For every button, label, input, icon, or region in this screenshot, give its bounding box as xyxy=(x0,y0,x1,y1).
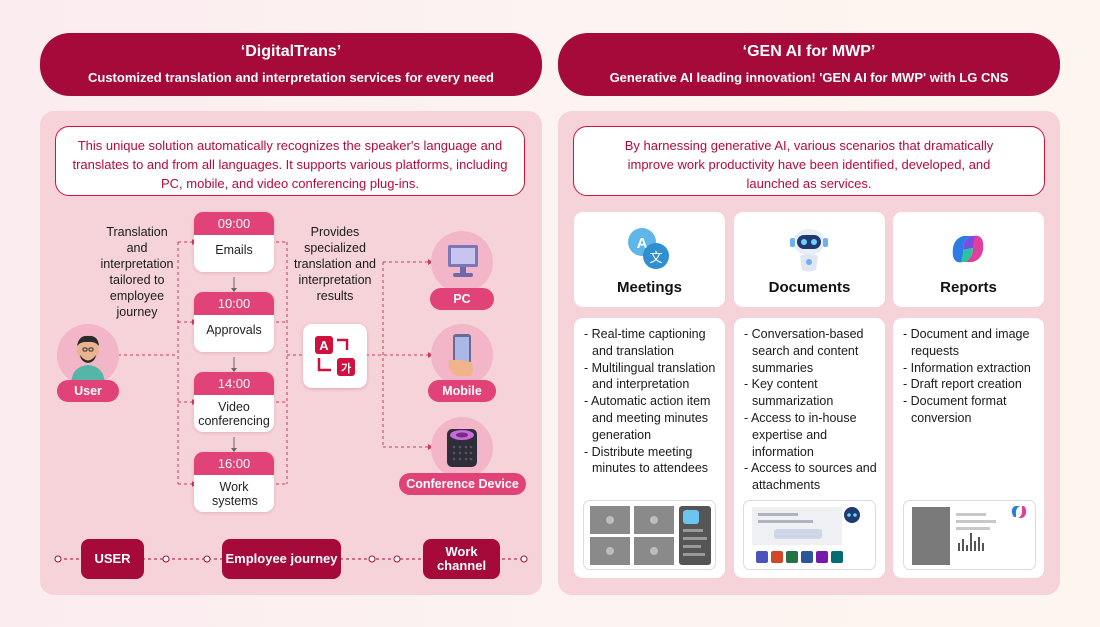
journey-step-video-conferencing: 14:00 Video conferencing xyxy=(194,372,274,432)
card-title: Meetings xyxy=(616,279,682,296)
digitaltrans-banner: ‘DigitalTrans’ Customized translation an… xyxy=(40,33,542,96)
video-call-grid-icon xyxy=(590,506,711,565)
svg-text:가: 가 xyxy=(341,361,351,375)
copilot-icon xyxy=(952,235,984,263)
list-item: - Access to sources and attachments xyxy=(744,461,877,493)
tag-work-channel: Work channel xyxy=(423,539,500,579)
banner-title: ‘GEN AI for MWP’ xyxy=(742,43,876,60)
robot-icon xyxy=(790,229,828,272)
description-text: By harnessing generative AI, various sce… xyxy=(624,138,994,191)
journey-step-emails: 09:00 Emails xyxy=(194,212,274,272)
card-reports: Reports xyxy=(893,212,1044,307)
list-item: - Document format conversion xyxy=(903,394,1007,425)
translation-engine-tile: A 가 xyxy=(303,324,367,388)
journey-step-work-systems: 16:00 Work systems xyxy=(194,452,274,512)
documents-preview-thumbnail xyxy=(743,500,876,570)
banner-subtitle: Customized translation and interpretatio… xyxy=(87,70,494,85)
tag-user: USER xyxy=(81,539,144,579)
list-item: - Draft report creation xyxy=(903,377,1022,392)
device-label-conference: Conference Device xyxy=(399,473,526,495)
card-meetings: A 文 Meetings xyxy=(574,212,725,307)
mobile-icon xyxy=(448,334,473,376)
device-label-mobile: Mobile xyxy=(428,380,496,402)
meetings-preview-thumbnail xyxy=(583,500,716,570)
journey-description-right: Provides specialized translation and int… xyxy=(293,225,376,303)
card-documents: Documents xyxy=(734,212,885,307)
conference-speaker-icon xyxy=(447,429,477,467)
journey-time: 10:00 xyxy=(194,292,274,315)
digitaltrans-description: This unique solution automatically recog… xyxy=(55,126,525,196)
description-text: This unique solution automatically recog… xyxy=(72,138,508,191)
journey-time: 09:00 xyxy=(194,212,274,235)
journey-label: Video conferencing xyxy=(198,400,270,428)
conference-device xyxy=(431,417,493,479)
document-apps-icon xyxy=(752,507,860,563)
journey-description-left: Translation and interpretation tailored … xyxy=(100,225,174,319)
banner-title: ‘DigitalTrans’ xyxy=(240,43,342,60)
genai-banner: ‘GEN AI for MWP’ Generative AI leading i… xyxy=(558,33,1060,96)
journey-label: Approvals xyxy=(206,323,262,337)
svg-text:A: A xyxy=(637,235,648,252)
list-item: - Conversation-based search and content … xyxy=(744,327,864,375)
journey-time: 14:00 xyxy=(194,372,274,395)
list-item: - Access to in-house expertise and infor… xyxy=(744,410,857,459)
journey-label: Work systems xyxy=(212,480,258,508)
user-label: User xyxy=(57,380,119,402)
tag-employee-journey: Employee journey xyxy=(222,539,341,579)
svg-text:文: 文 xyxy=(649,251,662,266)
reports-preview-thumbnail xyxy=(903,500,1036,570)
list-item: - Information extraction xyxy=(903,360,1031,375)
genai-description: By harnessing generative AI, various sce… xyxy=(573,126,1045,196)
list-item: - Document and image requests xyxy=(903,327,1030,358)
pc-device xyxy=(431,231,493,293)
user-avatar xyxy=(57,324,119,386)
mobile-device xyxy=(431,324,493,386)
pc-icon xyxy=(448,245,478,277)
list-item: - Automatic action item and meeting minu… xyxy=(584,394,711,442)
device-label-pc: PC xyxy=(430,288,494,310)
translate-icon: A 文 xyxy=(628,228,669,269)
list-item: - Multilingual translation and interpret… xyxy=(584,360,716,392)
report-chart-icon xyxy=(912,505,1027,565)
svg-text:A: A xyxy=(319,338,329,353)
journey-step-approvals: 10:00 Approvals xyxy=(194,292,274,352)
list-item: - Distribute meeting minutes to attendee… xyxy=(584,444,709,476)
list-item: - Real-time captioning and translation xyxy=(584,327,706,358)
card-title: Documents xyxy=(768,279,851,296)
banner-subtitle: Generative AI leading innovation! 'GEN A… xyxy=(609,70,1009,85)
tag-work-channel-label: Work channel xyxy=(436,544,487,573)
journey-label: Emails xyxy=(215,243,253,257)
list-item: - Key content summarization xyxy=(744,377,834,409)
journey-time: 16:00 xyxy=(194,452,274,475)
user-avatar-icon xyxy=(71,335,105,382)
card-title: Reports xyxy=(940,279,997,296)
translate-icon: A 가 xyxy=(315,336,355,376)
